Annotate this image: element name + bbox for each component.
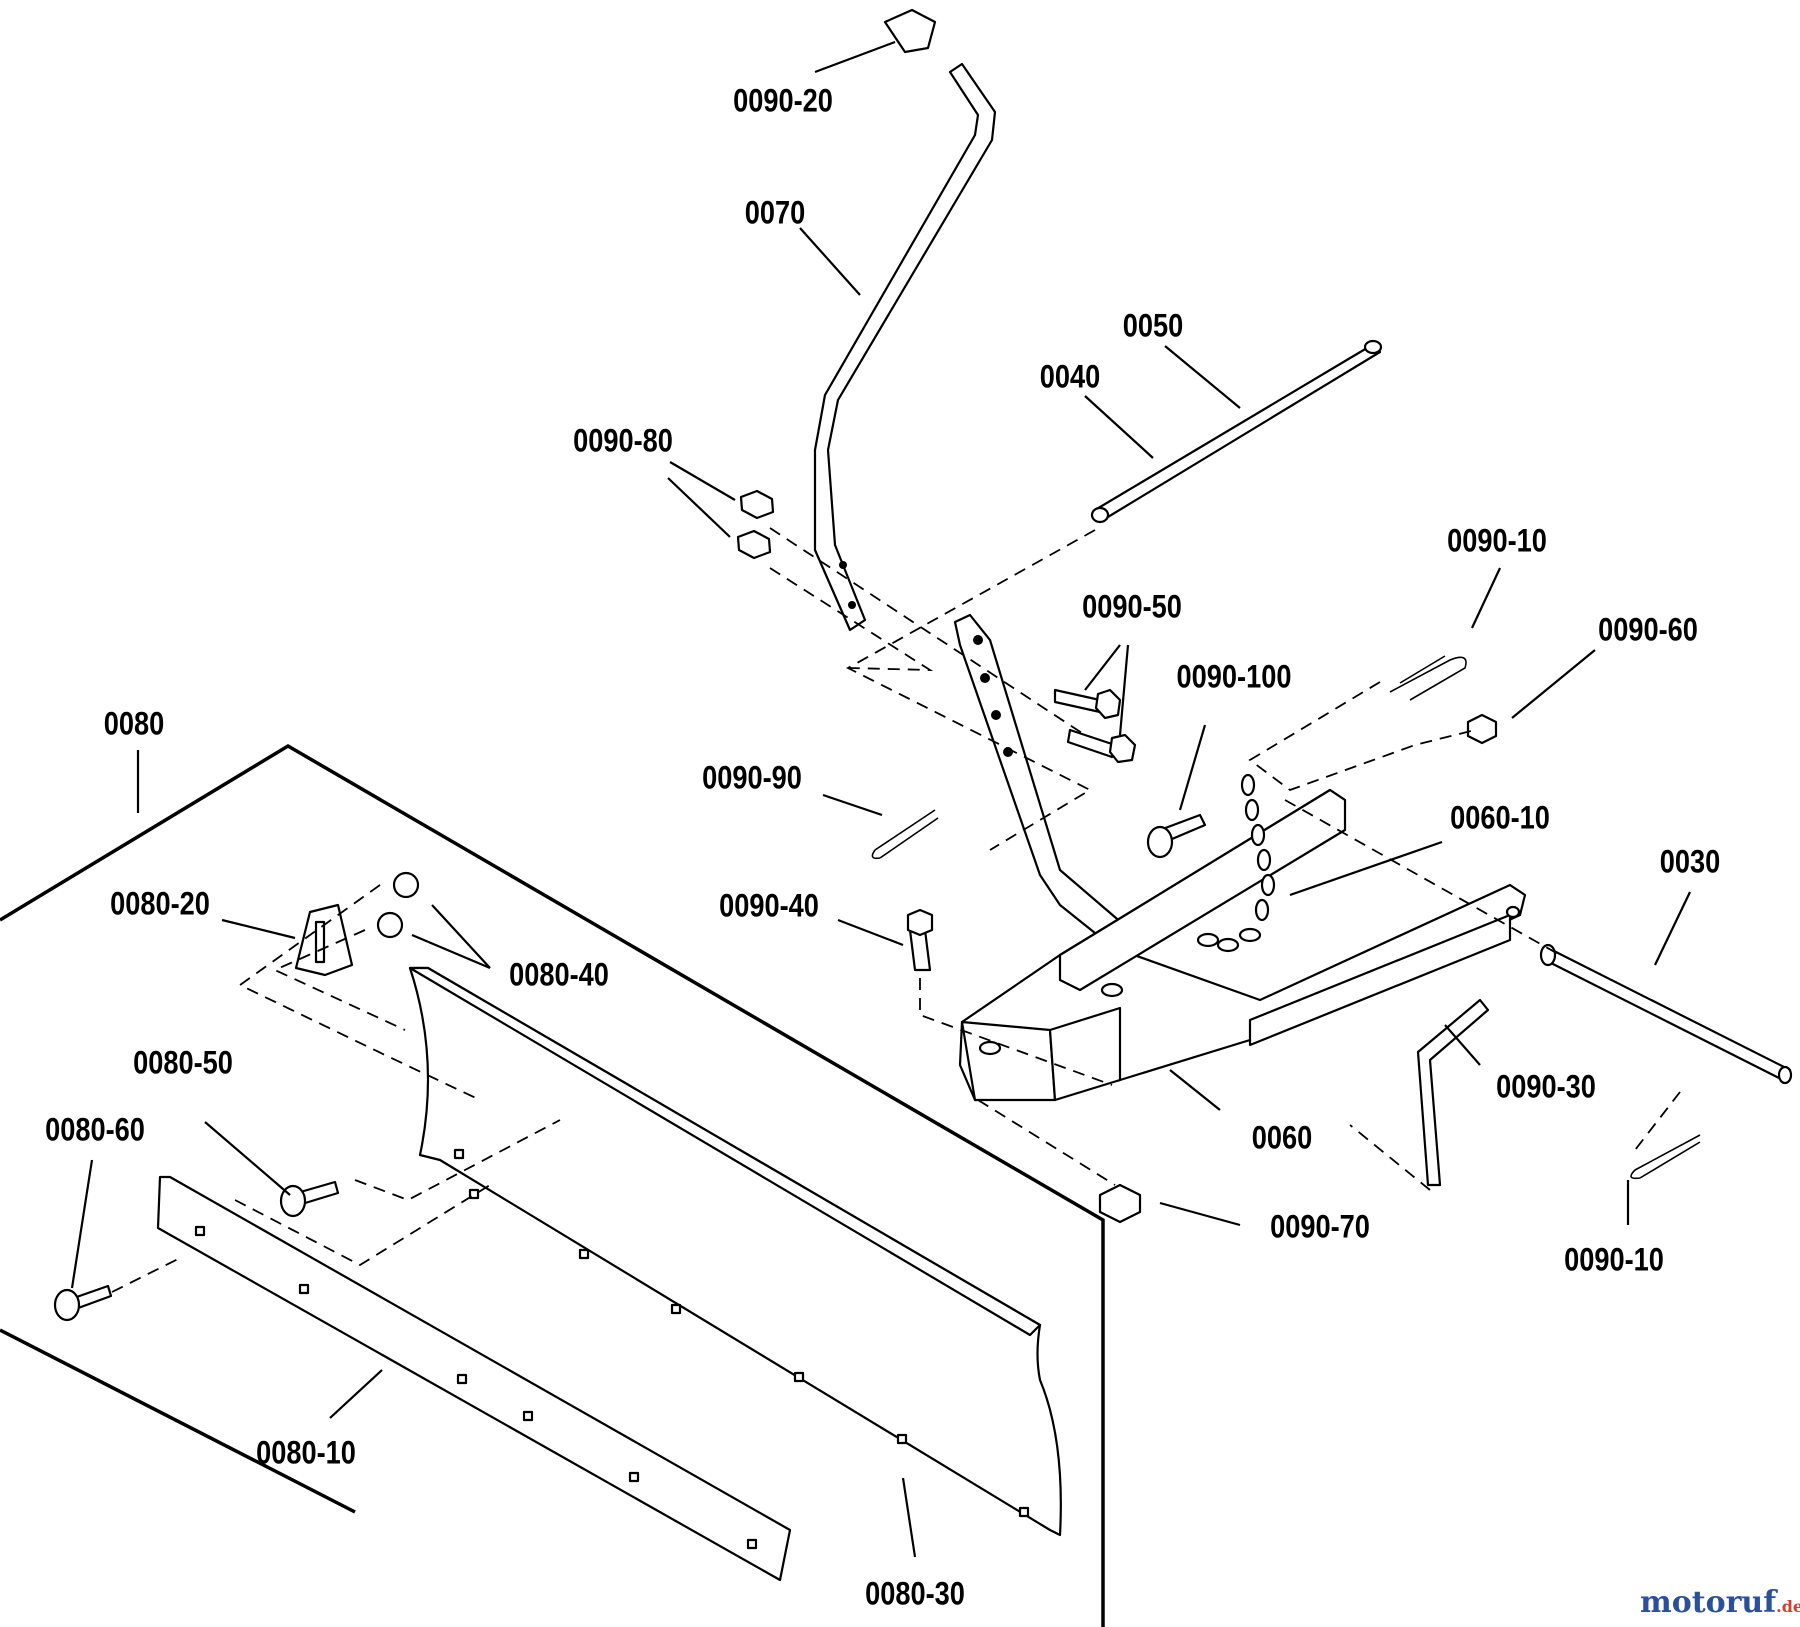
lift-rod-drawing [1093,343,1382,522]
lift-handle-drawing [813,62,997,632]
carriage-bolt-drawing [1053,688,1102,714]
blade-assembly-frame-lower [0,1328,356,1514]
alignment-lines [111,527,1681,1293]
crossbar-drawing [1058,788,1347,992]
label-0090-50: 0090-50 [1082,589,1182,625]
lock-washer-drawing [392,871,420,899]
label-0050: 0050 [1123,308,1183,344]
label-0070: 0070 [745,195,805,231]
label-0040: 0040 [1040,359,1100,395]
label-0080: 0080 [104,706,164,742]
watermark-de: .de [1776,1597,1800,1616]
label-0090-80: 0090-80 [573,423,673,459]
label-0060: 0060 [1252,1120,1312,1156]
blade-holes [453,1148,1030,1518]
label-0080-50: 0080-50 [133,1045,233,1081]
a-frame-front-face [960,1020,1057,1102]
label-0080-10: 0080-10 [256,1435,356,1471]
label-0090-20: 0090-20 [733,83,833,119]
hex-nut-drawing [739,489,775,520]
watermark-motoruf: motoruf [1640,1585,1778,1620]
cutting-edge-holes [194,1225,758,1550]
label-0090-60: 0090-60 [1598,612,1698,648]
hairpin-clip-top-drawing [1389,655,1467,701]
blade-assembly-frame [0,743,1105,1627]
label-0090-10-top: 0090-10 [1447,523,1547,559]
leader-lines [70,40,1691,1558]
label-0090-100: 0090-100 [1177,659,1292,695]
label-0060-10: 0060-10 [1450,800,1550,836]
watermark-logo: motoruf.de [1640,1585,1800,1620]
l-pin-drawing [1416,998,1490,1187]
cotter-pin-drawing [871,809,939,860]
label-0080-40: 0080-40 [509,957,609,993]
label-0080-20: 0080-20 [110,886,210,922]
large-nut-drawing [1098,1183,1142,1224]
flange-nut-drawing [1466,713,1498,745]
clevis-pin-drawing [1543,948,1792,1082]
label-0090-10-bottom: 0090-10 [1564,1242,1664,1278]
label-0030: 0030 [1660,844,1720,880]
label-0090-30: 0090-30 [1496,1069,1596,1105]
moldboard-blade-drawing [408,966,1062,1537]
hairpin-clip-bottom-drawing [1630,1134,1701,1180]
label-0090-40: 0090-40 [719,888,819,924]
part-labels: 0090-20 0070 0050 0040 0090-80 0090-10 0… [45,83,1720,1612]
label-0090-70: 0090-70 [1270,1209,1370,1245]
label-0080-30: 0080-30 [865,1576,965,1612]
chain-drawing [1196,773,1276,953]
label-0090-90: 0090-90 [702,760,802,796]
label-0080-60: 0080-60 [45,1112,145,1148]
handle-grip-drawing [883,8,937,54]
